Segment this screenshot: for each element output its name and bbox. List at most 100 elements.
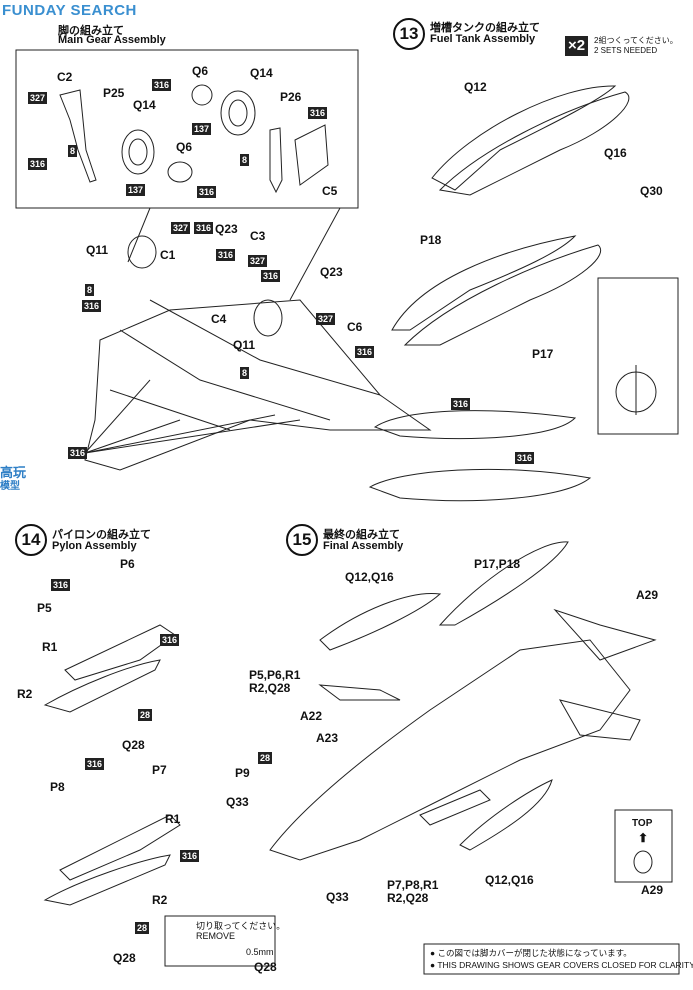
- paint-code: 316: [180, 850, 200, 862]
- part-label: R2,Q28: [387, 891, 429, 905]
- sets-needed-en: 2 SETS NEEDED: [594, 46, 658, 55]
- tank-bottom-view: [368, 468, 592, 502]
- hub-q6-left: [167, 161, 193, 183]
- part-label: R2: [17, 687, 33, 701]
- side-watermark-logo: 高玩: [0, 465, 27, 480]
- part-label: R1: [165, 812, 181, 826]
- part-label: P26: [280, 90, 302, 104]
- paint-code: 316: [261, 270, 281, 282]
- part-label: A23: [316, 731, 339, 745]
- part-label: C6: [347, 320, 363, 334]
- paint-code: 8: [68, 145, 78, 157]
- paint-code: 327: [171, 222, 191, 234]
- part-label: P7,P8,R1: [387, 878, 439, 892]
- part-label: Q33: [326, 890, 349, 904]
- pylon-r1-bottom: [59, 814, 181, 881]
- gear-strut-right: [269, 127, 283, 194]
- part-label: Q23: [215, 222, 238, 236]
- part-label: Q28: [122, 738, 145, 752]
- paint-code: 316: [51, 579, 71, 591]
- paint-code: 316: [216, 249, 236, 261]
- part-label: R2: [152, 893, 168, 907]
- part-label: P6: [120, 557, 135, 571]
- final-tank-left: [319, 592, 442, 651]
- part-label: P5,P6,R1: [249, 668, 301, 682]
- footer-note-en: ● THIS DRAWING SHOWS GEAR COVERS CLOSED …: [430, 960, 693, 970]
- part-label: Q14: [250, 66, 273, 80]
- cut-note-box: [164, 915, 276, 967]
- paint-code: 28: [138, 709, 153, 721]
- part-label: Q30: [640, 184, 663, 198]
- paint-code: 327: [316, 313, 336, 325]
- step14-number: 14: [15, 524, 47, 556]
- part-label: Q28: [113, 951, 136, 965]
- tank-side-view: [373, 410, 577, 440]
- top-label: TOP: [632, 818, 653, 829]
- part-label: P5: [37, 601, 52, 615]
- part-label: Q23: [320, 265, 343, 279]
- footer-note-jp: ● この図では脚カバーが閉じた状態になっています。: [430, 948, 632, 958]
- part-label: Q16: [604, 146, 627, 160]
- step14-title-en: Pylon Assembly: [52, 540, 137, 552]
- arrow-up-icon: ⬆: [638, 831, 649, 845]
- paint-code: 8: [240, 154, 250, 166]
- part-label: A22: [300, 709, 323, 723]
- step15-title-en: Final Assembly: [323, 540, 404, 552]
- paint-code: 316: [152, 79, 172, 91]
- part-label: A29: [636, 588, 659, 602]
- part-label: Q11: [233, 338, 256, 352]
- watermark: FUNDAY SEARCH: [2, 2, 137, 19]
- part-label: P17,P18: [474, 557, 521, 571]
- paint-code: 316: [515, 452, 535, 464]
- paint-code: 8: [85, 284, 95, 296]
- paint-code: 316: [85, 758, 105, 770]
- hub-q6-right: [191, 84, 213, 106]
- step13-title-jp: 増槽タンクの組み立て: [430, 22, 540, 34]
- wheel-q14-right: [220, 90, 256, 136]
- part-label: Q33: [226, 795, 249, 809]
- paint-code: 316: [194, 222, 214, 234]
- cut-note-jp: 切り取ってください。: [196, 921, 286, 931]
- paint-code: 327: [28, 92, 48, 104]
- top-detail-box: [614, 809, 673, 883]
- side-watermark-sub: 模型: [0, 481, 20, 492]
- gear-cover-c5: [294, 124, 329, 186]
- part-label: R1: [42, 640, 58, 654]
- gear-detail-box: [15, 49, 359, 209]
- step12-title-en: Main Gear Assembly: [58, 34, 166, 46]
- part-label: Q6: [192, 64, 209, 78]
- paint-code: 8: [240, 367, 250, 379]
- step13-title-en: Fuel Tank Assembly: [430, 33, 536, 45]
- step13-number: 13: [393, 18, 425, 50]
- part-label: P8: [50, 780, 65, 794]
- part-label: C3: [250, 229, 266, 243]
- part-label: P9: [235, 766, 250, 780]
- part-label: R2,Q28: [249, 681, 291, 695]
- wheel-q14-left: [121, 129, 155, 175]
- step15-title-jp: 最終の組み立て: [323, 529, 400, 541]
- sets-needed-badge: ×2: [565, 36, 589, 56]
- part-label: Q12,Q16: [485, 873, 534, 887]
- paint-code: 316: [451, 398, 471, 410]
- cut-note-part: Q28: [254, 960, 277, 974]
- pylon-r1-top: [64, 624, 176, 681]
- part-label: P18: [420, 233, 442, 247]
- part-label: A29: [641, 883, 664, 897]
- paint-code: 137: [126, 184, 146, 196]
- part-label: Q11: [86, 243, 109, 257]
- pylon-r2-bottom: [43, 854, 171, 906]
- part-label: P25: [103, 86, 125, 100]
- part-label: C4: [211, 312, 227, 326]
- gear-strut-left: [59, 89, 97, 183]
- paint-code: 316: [28, 158, 48, 170]
- cut-note-dim: 0.5mm: [246, 947, 274, 957]
- step15-number: 15: [286, 524, 318, 556]
- step14-title-jp: パイロンの組み立て: [52, 529, 151, 541]
- paint-code: 28: [135, 922, 150, 934]
- paint-code: 316: [68, 447, 88, 459]
- part-label: C1: [160, 248, 176, 262]
- paint-code: 28: [258, 752, 273, 764]
- part-label: Q12: [464, 80, 487, 94]
- cut-note-en: REMOVE: [196, 931, 236, 941]
